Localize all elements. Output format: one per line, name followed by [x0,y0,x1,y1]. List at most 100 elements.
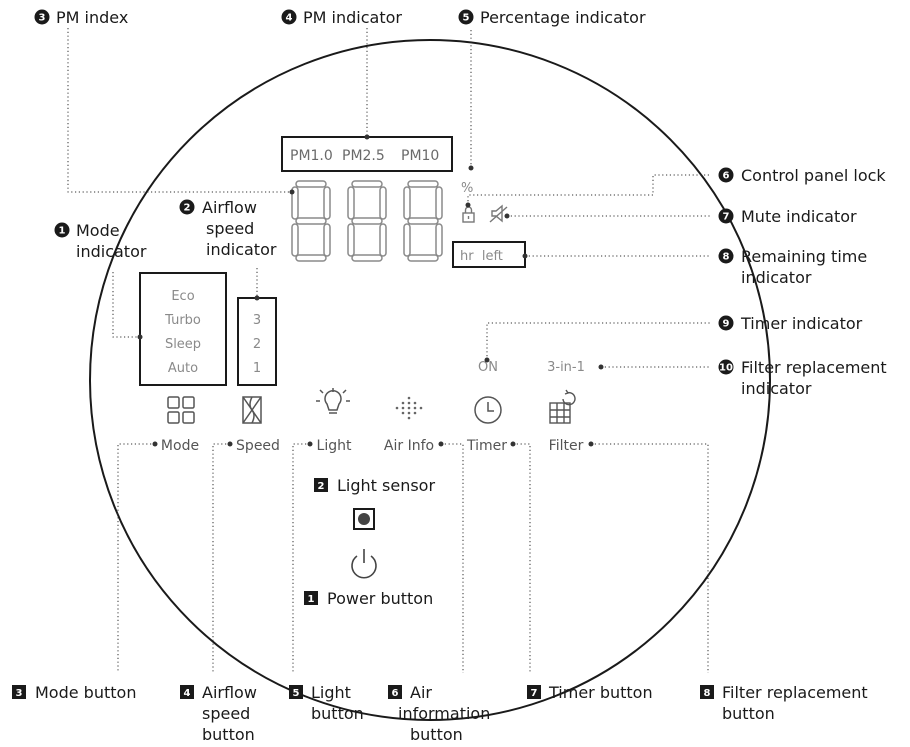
svg-text:speed: speed [206,219,254,238]
mode-eco: Eco [171,289,194,304]
speed-3: 3 [253,313,261,328]
speed-button-label[interactable]: Speed [236,438,280,454]
pm-label-2: PM2.5 [342,148,385,164]
svg-text:3: 3 [39,13,46,24]
callout-light-button: 5 Light button [289,683,364,723]
air-info-dots-icon[interactable] [395,396,423,420]
svg-text:indicator: indicator [741,268,812,287]
callout-airflow-button: 4 Airflow speed button [180,683,257,744]
svg-text:Filter replacement: Filter replacement [741,358,887,377]
mode-grid-icon[interactable] [167,396,195,424]
light-sensor-label: Light sensor [337,476,435,495]
svg-text:9: 9 [723,319,730,330]
lock-icon [462,206,475,223]
svg-text:7: 7 [723,212,730,223]
pm-index-digit-3 [403,180,443,262]
svg-text:Air: Air [410,683,432,702]
svg-text:Mode: Mode [76,221,120,240]
svg-text:button: button [410,725,463,744]
svg-text:button: button [311,704,364,723]
svg-text:6: 6 [723,171,730,182]
remaining-time-box [452,241,526,268]
svg-text:PM indicator: PM indicator [303,8,402,27]
svg-text:4: 4 [286,13,293,24]
svg-text:1: 1 [59,226,66,237]
air-info-button-label[interactable]: Air Info [384,438,434,454]
light-button-label[interactable]: Light [317,438,352,454]
power-icon[interactable] [351,549,377,579]
svg-text:Airflow: Airflow [202,198,257,217]
svg-text:7: 7 [531,688,538,699]
pm-index-digit-2 [347,180,387,262]
svg-text:information: information [398,704,490,723]
filter-icon[interactable] [549,389,576,424]
callout-pm-index: 3 PM index [34,8,128,27]
svg-text:8: 8 [704,688,711,699]
callout-timer-button: 7 Timer button [527,683,653,702]
svg-text:4: 4 [184,688,191,699]
svg-text:2: 2 [184,203,191,214]
callout-control-panel-lock: 6 Control panel lock [718,166,886,185]
percentage-symbol: % [461,181,473,196]
svg-text:Percentage indicator: Percentage indicator [480,8,646,27]
panel-outline [89,39,771,721]
pm-label-1: PM1.0 [290,148,333,164]
svg-text:button: button [202,725,255,744]
svg-text:2: 2 [318,481,325,492]
svg-text:indicator: indicator [206,240,277,259]
mode-indicator-box [139,272,227,386]
svg-text:speed: speed [202,704,250,723]
callout-mode-button: 3 Mode button [12,683,136,702]
filter-type-label: 3-in-1 [547,360,585,375]
svg-text:Filter replacement: Filter replacement [722,683,868,702]
svg-text:button: button [722,704,775,723]
svg-text:1: 1 [308,594,315,605]
timer-on-label: ON [478,360,498,375]
svg-text:indicator: indicator [76,242,147,261]
svg-text:Mode button: Mode button [35,683,136,702]
svg-text:Airflow: Airflow [202,683,257,702]
power-number-badge [304,591,318,605]
svg-text:Control panel lock: Control panel lock [741,166,886,185]
mode-button-label[interactable]: Mode [161,438,199,454]
callout-filter-indicator: 10 Filter replacement indicator [718,358,887,398]
svg-text:indicator: indicator [741,379,812,398]
svg-text:Light: Light [311,683,351,702]
svg-text:3: 3 [16,688,23,699]
sensor-number-badge [314,478,328,492]
power-button-label: Power button [327,589,433,608]
mode-auto: Auto [168,361,198,376]
svg-text:Timer indicator: Timer indicator [740,314,863,333]
timer-button-label[interactable]: Timer [466,438,507,454]
callout-remaining-time: 8 Remaining time indicator [718,247,867,287]
light-bulb-icon[interactable] [316,388,350,414]
callout-airflow-indicator: 2 Airflow speed indicator [179,198,277,259]
svg-text:Timer button: Timer button [548,683,653,702]
svg-text:PM index: PM index [56,8,128,27]
callout-timer-indicator: 9 Timer indicator [718,314,863,333]
sensor-lens-icon [358,513,370,525]
svg-text:5: 5 [293,688,300,699]
callout-air-info-button: 6 Air information button [388,683,490,744]
speed-1: 1 [253,361,261,376]
callout-pm-indicator: 4 PM indicator [281,8,402,27]
timer-clock-icon[interactable] [474,396,502,424]
pm-label-3: PM10 [401,148,439,164]
svg-text:8: 8 [723,252,730,263]
callout-mute-indicator: 7 Mute indicator [718,207,857,226]
fan-icon[interactable] [242,396,262,424]
callout-mode-indicator: 1 Mode indicator [54,221,147,261]
remaining-time-label: hr left [460,249,503,264]
callout-filter-button: 8 Filter replacement button [700,683,868,723]
callout-percentage-indicator: 5 Percentage indicator [458,8,646,27]
pm-index-digit-1 [291,180,331,262]
svg-text:6: 6 [392,688,399,699]
filter-button-label[interactable]: Filter [549,438,584,454]
mute-icon [489,204,508,223]
svg-text:10: 10 [719,363,733,374]
svg-text:Remaining time: Remaining time [741,247,867,266]
speed-2: 2 [253,337,261,352]
mode-sleep: Sleep [165,337,201,352]
